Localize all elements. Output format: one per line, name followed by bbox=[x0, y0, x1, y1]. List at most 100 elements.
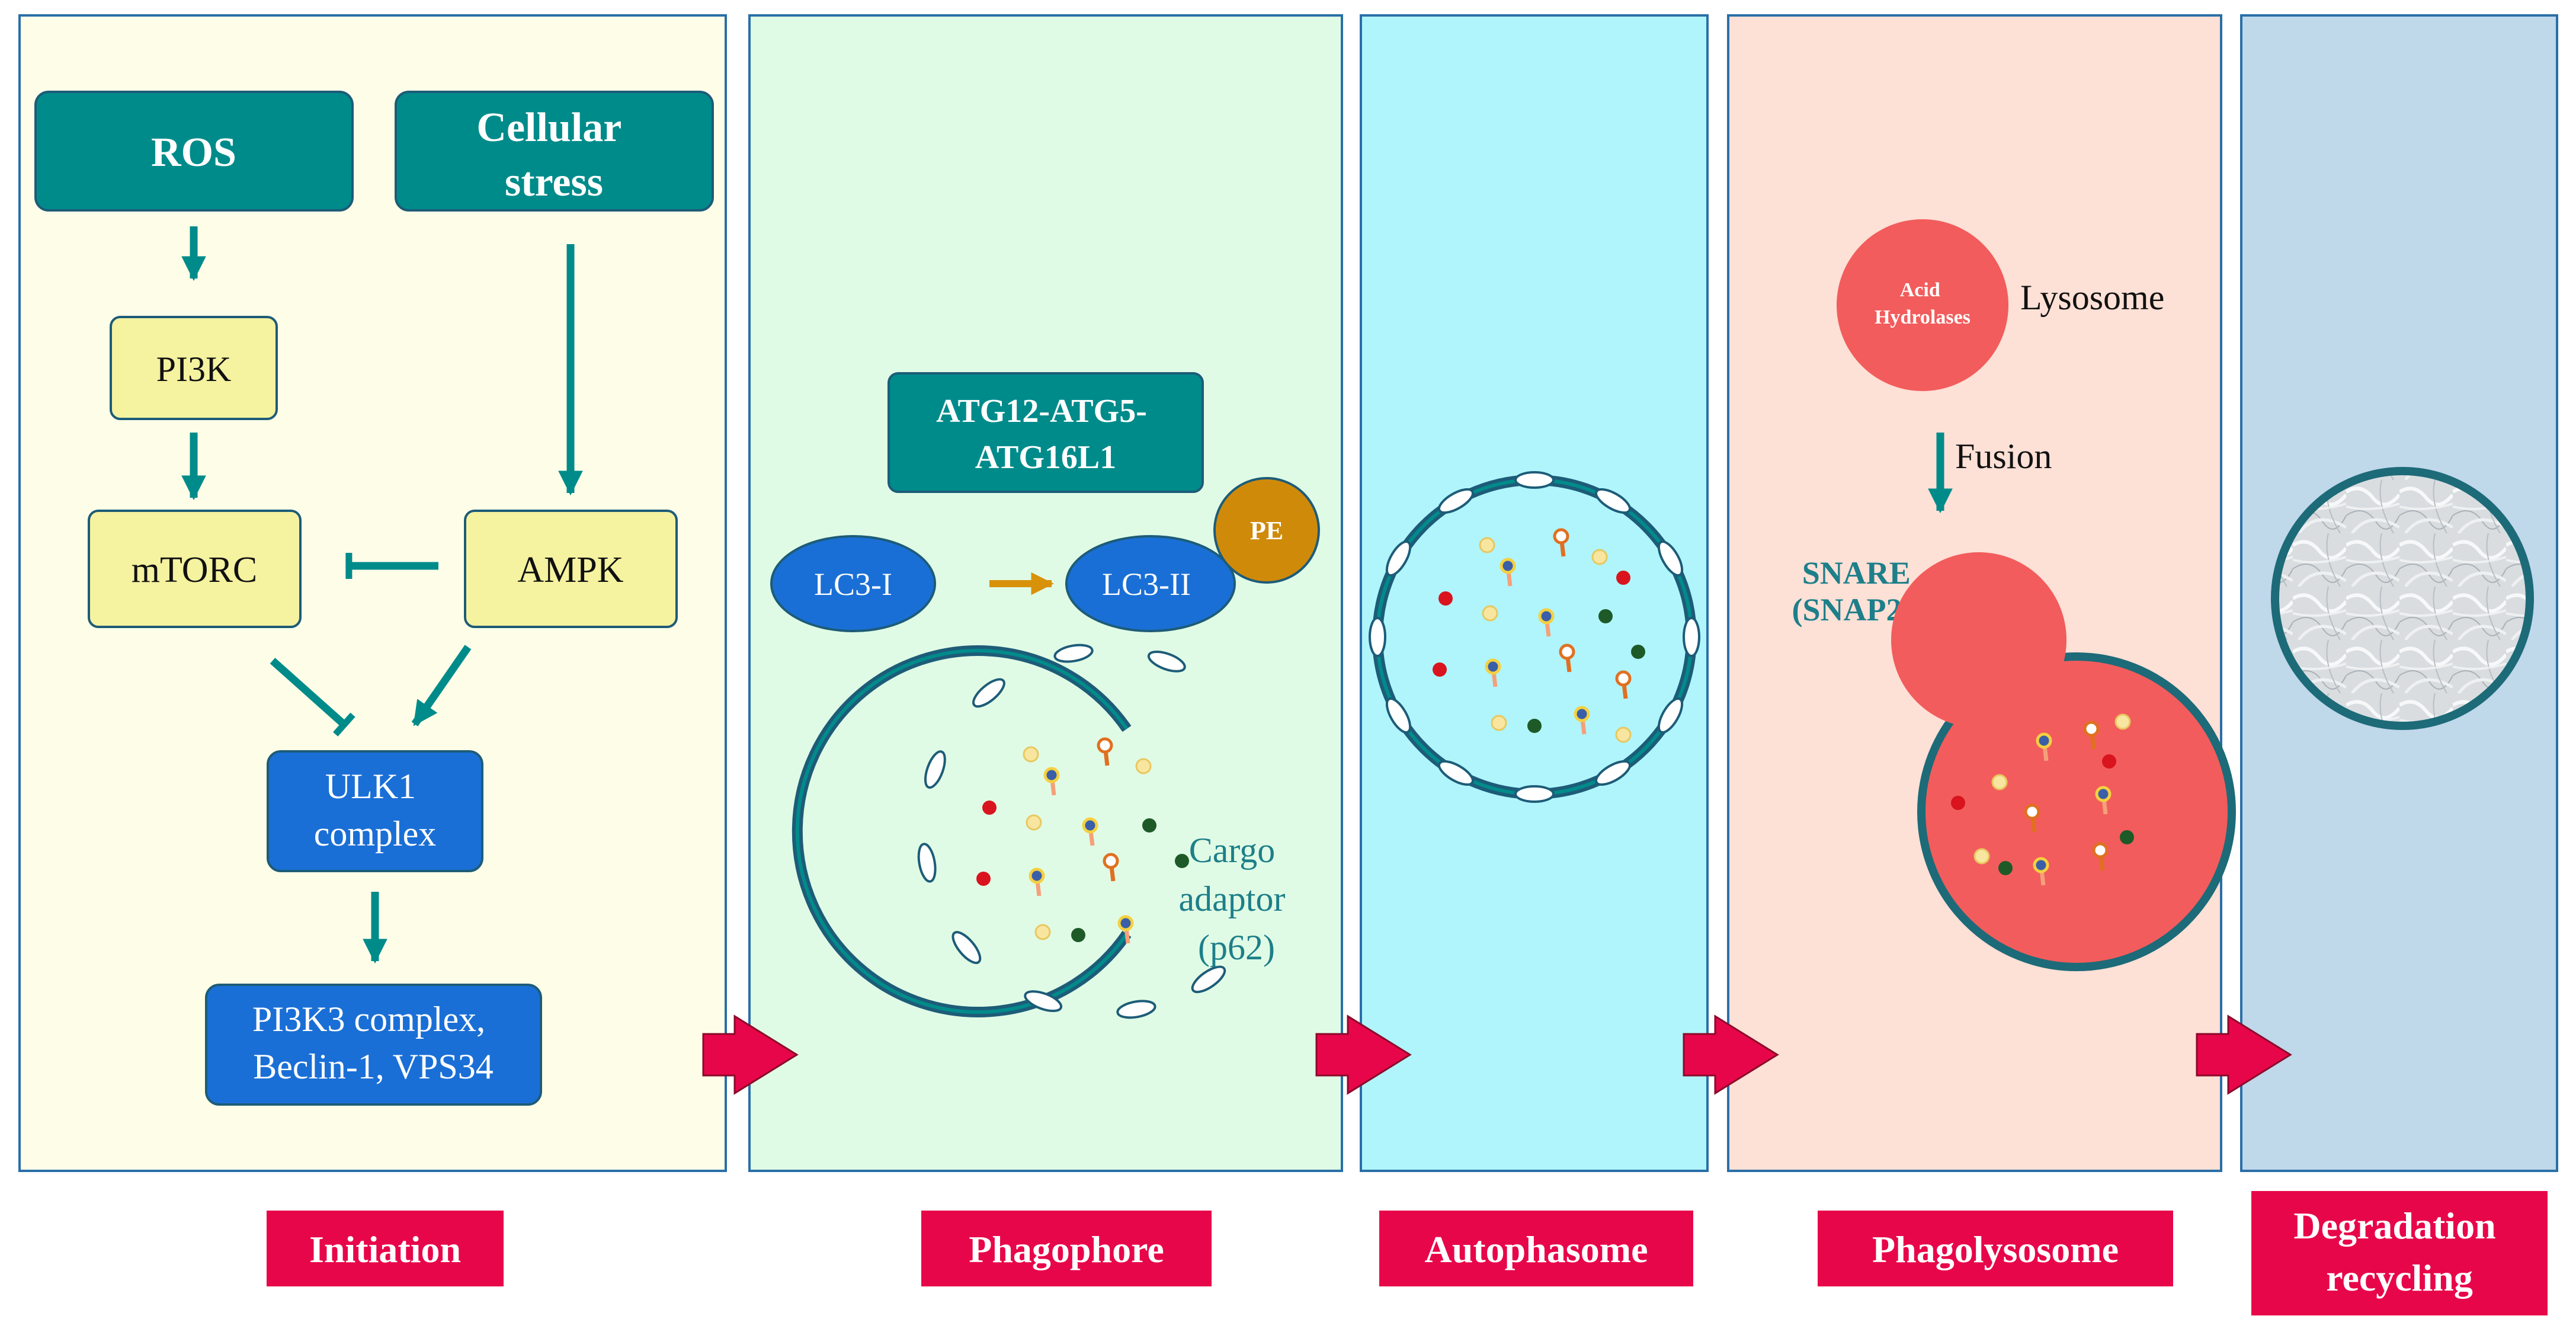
stage-phagophore-box bbox=[921, 1211, 1212, 1286]
cargo-particle bbox=[1615, 726, 1632, 743]
membrane-receptor bbox=[1657, 540, 1684, 577]
ros-label: ROS bbox=[151, 130, 236, 175]
cargo-adaptor-head bbox=[1029, 867, 1045, 884]
membrane-receptor bbox=[1438, 760, 1474, 786]
cellular-stress-box bbox=[395, 91, 714, 212]
cellular-stress-label: Cellular stress bbox=[476, 105, 631, 205]
ulk1-complex-label: ULK1 complex bbox=[314, 767, 437, 853]
cargo-adaptor-head bbox=[2095, 786, 2112, 802]
membrane-receptor bbox=[1116, 1000, 1156, 1019]
membrane-receptor bbox=[1385, 697, 1412, 734]
pi3k-box bbox=[110, 316, 278, 420]
autophagosome-cargo bbox=[1433, 528, 1645, 743]
cargo-particle bbox=[2120, 830, 2134, 844]
stage-arrow-1 bbox=[702, 1014, 799, 1095]
cargo-adaptor-head bbox=[1485, 658, 1501, 675]
cargo-particle bbox=[1616, 571, 1630, 585]
cargo-adaptor-head bbox=[2033, 857, 2049, 873]
cargo-adaptor-head bbox=[2024, 803, 2040, 820]
phagophore-membrane bbox=[792, 645, 1132, 1017]
cargo-particle bbox=[1527, 719, 1542, 733]
cargo-adaptor-head bbox=[1043, 767, 1060, 783]
membrane-receptor bbox=[1514, 785, 1555, 803]
cargo-particle bbox=[1479, 537, 1495, 553]
ulk1-complex-box bbox=[267, 750, 483, 872]
lc3-i-ellipse bbox=[770, 535, 936, 632]
cargo-adaptor-head bbox=[2083, 721, 2100, 737]
atg-complex-box bbox=[887, 372, 1204, 493]
cargo-particle bbox=[1598, 609, 1613, 623]
cargo-adaptor-label: Cargo adaptor (p62) bbox=[1179, 831, 1295, 967]
cargo-adaptor-head bbox=[1559, 644, 1575, 660]
membrane-receptor bbox=[1147, 650, 1186, 673]
stage-phagolysosome-label: Phagolysosome bbox=[1872, 1228, 2119, 1270]
cargo-particle bbox=[1142, 818, 1156, 833]
stage-autophasome-box bbox=[1379, 1211, 1693, 1286]
fusing-lysosome bbox=[1891, 552, 2066, 728]
phagophore-cargo bbox=[976, 737, 1189, 944]
cargo-adaptor-head bbox=[1117, 915, 1134, 931]
arrow-ampk-to-ulk1 bbox=[411, 645, 472, 726]
membrane-receptor bbox=[924, 750, 946, 789]
cargo-particle bbox=[1071, 928, 1085, 942]
membrane-receptor bbox=[1595, 488, 1631, 514]
cargo-particle bbox=[1991, 774, 2008, 790]
lc3-ii-label: LC3-II bbox=[1102, 566, 1191, 602]
lysosome-label: Lysosome bbox=[2020, 278, 2164, 317]
pi3k3-complex-label: PI3K3 complex, Beclin-1, VPS34 bbox=[252, 1000, 494, 1086]
stage-arrow-2 bbox=[1315, 1014, 1412, 1095]
cargo-particle bbox=[1631, 645, 1645, 659]
stage-phagophore-label: Phagophore bbox=[969, 1228, 1164, 1270]
membrane-receptor bbox=[1438, 488, 1474, 514]
cargo-adaptor-head bbox=[1103, 853, 1119, 869]
inhibit-mtorc-ulk1 bbox=[270, 658, 355, 737]
membrane-receptor bbox=[1191, 965, 1226, 994]
lc3-ii-ellipse bbox=[1065, 535, 1236, 632]
membrane-receptor bbox=[1683, 617, 1700, 657]
cargo-particle bbox=[2114, 713, 2131, 730]
atg-complex-label: ATG12-ATG5- ATG16L1 bbox=[936, 393, 1155, 476]
stage-arrow-3 bbox=[1683, 1014, 1779, 1095]
cargo-particle bbox=[1491, 715, 1507, 731]
phagolysosome-vesicle bbox=[1917, 652, 2236, 971]
cargo-particle bbox=[1023, 746, 1039, 763]
cargo-particle bbox=[1438, 591, 1453, 606]
membrane-receptor bbox=[1024, 990, 1063, 1013]
cargo-particle bbox=[1482, 605, 1498, 622]
stage-degradation-label: Degradation recycling bbox=[2293, 1205, 2505, 1299]
cargo-particle bbox=[1175, 854, 1189, 868]
cargo-adaptor-head bbox=[1097, 737, 1113, 754]
cargo-particle bbox=[2102, 754, 2116, 769]
ampk-label: AMPK bbox=[517, 550, 623, 590]
cargo-particle bbox=[1973, 848, 1990, 865]
stage-phagolysosome-box bbox=[1818, 1211, 2173, 1286]
lc3-i-label: LC3-I bbox=[814, 566, 892, 602]
cargo-particle bbox=[1951, 796, 1965, 810]
degraded-vesicle bbox=[2271, 467, 2534, 730]
pe-circle bbox=[1213, 477, 1320, 584]
cargo-particle bbox=[1135, 758, 1152, 774]
pi3k-label: PI3K bbox=[156, 350, 232, 389]
cargo-adaptor-head bbox=[2036, 732, 2052, 749]
membrane-receptor bbox=[1369, 617, 1386, 657]
cargo-adaptor-head bbox=[1500, 558, 1516, 574]
cargo-particle bbox=[1433, 662, 1447, 677]
cargo-particle bbox=[982, 801, 997, 815]
stage-autophasome-label: Autophasome bbox=[1425, 1228, 1648, 1270]
membrane-receptor bbox=[1657, 697, 1684, 734]
mtorc-label: mTORC bbox=[132, 550, 257, 590]
cargo-adaptor-head bbox=[1538, 608, 1555, 625]
cargo-particle bbox=[976, 872, 991, 886]
cargo-adaptor-head bbox=[1574, 706, 1590, 722]
cargo-adaptor-head bbox=[1615, 670, 1632, 687]
ampk-box bbox=[464, 510, 678, 628]
ros-box bbox=[34, 91, 354, 212]
stage-initiation-label: Initiation bbox=[309, 1228, 461, 1270]
cargo-adaptor-head bbox=[2092, 842, 2109, 859]
stage-degradation-box bbox=[2251, 1191, 2548, 1315]
stage-arrow-4 bbox=[2196, 1014, 2292, 1095]
membrane-receptor bbox=[1514, 471, 1555, 489]
membrane-receptor bbox=[1595, 760, 1631, 786]
pi3k3-complex-box bbox=[205, 984, 542, 1106]
